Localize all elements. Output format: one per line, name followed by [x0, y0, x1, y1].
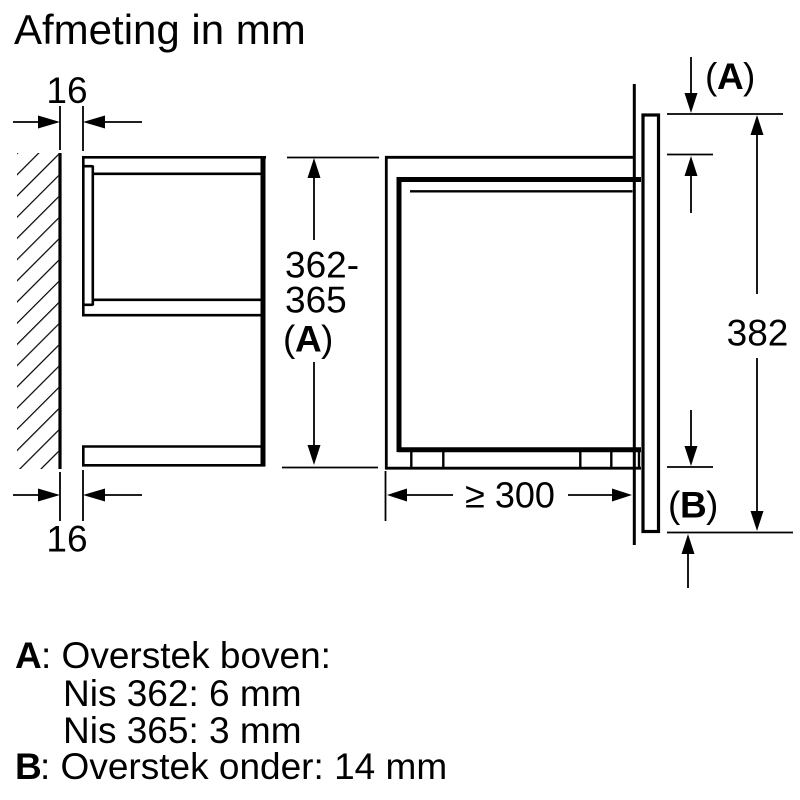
page-title: Afmeting in mm	[14, 6, 306, 53]
arrowhead-up	[750, 115, 764, 135]
dim-wall-gap-top: 16	[13, 70, 142, 151]
appliance-front-frame	[641, 113, 661, 534]
dim-label-382: 382	[727, 313, 789, 354]
legend-a-text: : Overstek boven:	[41, 635, 331, 676]
legend-a-sub1: Nis 362: 6 mm	[63, 673, 302, 714]
dim-min-depth: ≥ 300	[384, 471, 632, 521]
arrowhead-down	[750, 511, 764, 531]
dim-overhang-bottom: ( B )	[667, 410, 718, 588]
dim-ref-top-letter: A	[717, 56, 744, 97]
arrowhead-left	[83, 488, 105, 502]
dim-label-niche-height-1: 362-	[285, 245, 359, 286]
arrowhead-down	[307, 445, 321, 465]
dim-label-niche-height-2: 365	[285, 280, 347, 321]
appliance-feet	[410, 452, 641, 468]
arrowhead-up	[681, 534, 695, 554]
legend-a-sub2: Nis 365: 3 mm	[63, 710, 302, 751]
dim-label-16-top: 16	[46, 70, 87, 111]
left-section-view	[17, 153, 266, 469]
dim-wall-gap-bottom: 16	[13, 470, 142, 560]
legend-a-letter: A	[15, 635, 42, 676]
arrowhead-up	[307, 158, 321, 178]
right-section-view	[384, 84, 661, 545]
legend-b-text: : Overstek onder: 14 mm	[40, 746, 447, 787]
dim-ref-top-close: )	[743, 56, 755, 97]
arrowhead-left	[83, 115, 105, 129]
arrowhead-right	[612, 488, 632, 502]
cabinet-outline	[384, 155, 641, 470]
dim-overhang-top: ( A )	[667, 56, 783, 213]
arrowhead-left	[387, 488, 407, 502]
legend-b-letter: B	[15, 746, 42, 787]
dim-ref-a-close: )	[321, 319, 333, 360]
legend: A : Overstek boven: Nis 362: 6 mm Nis 36…	[15, 635, 447, 787]
dim-ref-b-letter: B	[680, 485, 707, 526]
dim-niche-height: 362- 365 ( A )	[282, 156, 379, 469]
dim-ref-top-open: (	[705, 56, 718, 97]
arrowhead-up	[684, 156, 698, 176]
appliance-body-outline	[396, 177, 641, 453]
dim-frame-height: 382	[667, 115, 793, 534]
dim-label-16-bottom: 16	[46, 519, 87, 560]
arrowhead-right	[38, 488, 60, 502]
arrowhead-down	[684, 446, 698, 466]
arrowhead-down	[684, 93, 698, 113]
wall-hatching	[17, 153, 59, 469]
dim-ref-b-close: )	[706, 485, 718, 526]
dim-ref-a-open: (	[283, 319, 296, 360]
cabinet-section-outline	[82, 156, 266, 467]
dim-ref-b-open: (	[668, 485, 681, 526]
dim-label-min-300: ≥ 300	[465, 475, 555, 516]
dim-ref-a-letter: A	[295, 319, 322, 360]
arrowhead-right	[38, 115, 60, 129]
